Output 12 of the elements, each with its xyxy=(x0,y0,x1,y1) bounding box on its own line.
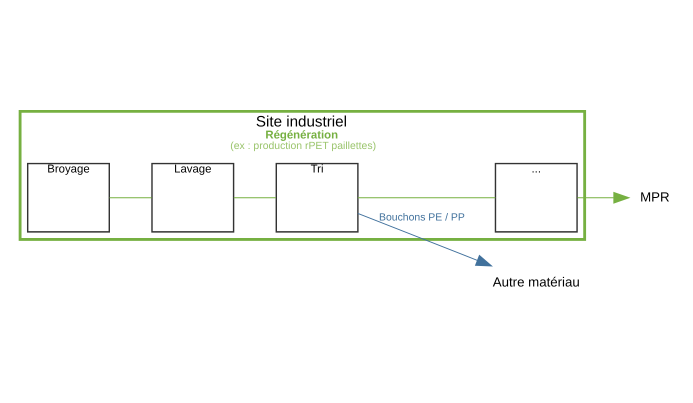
connector xyxy=(109,196,152,198)
arrow xyxy=(576,191,630,204)
node-text: MPR xyxy=(640,188,670,204)
connector xyxy=(233,196,276,198)
node-text: Autre matériau xyxy=(492,274,580,290)
arrow xyxy=(357,212,493,266)
node-box: ... xyxy=(494,162,578,232)
node-box: Tri xyxy=(276,162,359,232)
node-box: Lavage xyxy=(151,162,234,232)
connector xyxy=(357,196,496,198)
edge-label: Bouchons PE / PP xyxy=(379,212,465,223)
node-box: Broyage xyxy=(26,162,110,232)
